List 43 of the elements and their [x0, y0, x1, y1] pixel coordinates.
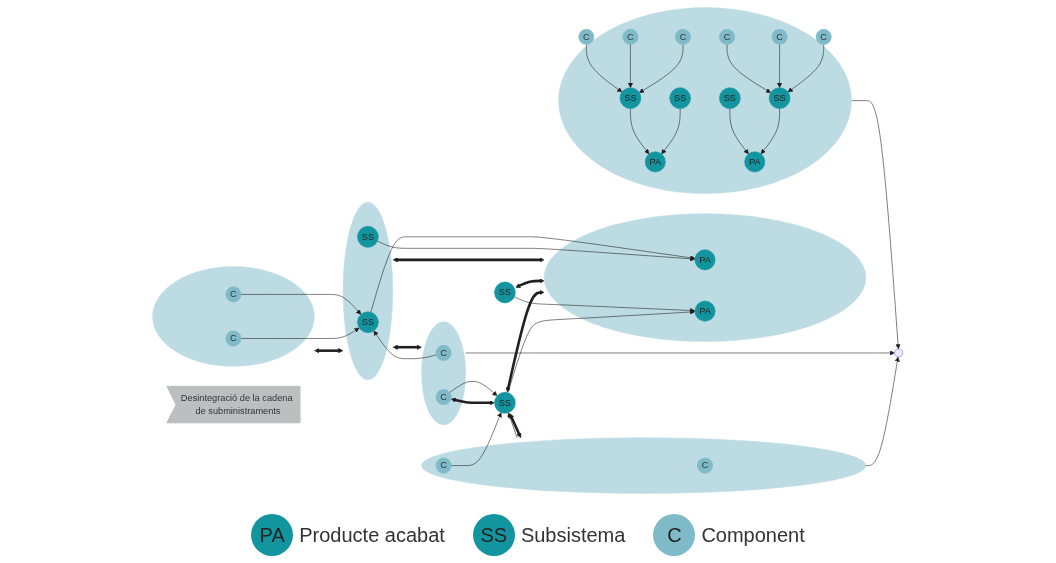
node-circle: C	[771, 28, 788, 45]
node-circle: SS	[719, 86, 741, 109]
node-circle: C	[436, 388, 452, 405]
node-circle: C	[225, 330, 242, 346]
cluster	[421, 437, 867, 494]
legend-swatch: C	[653, 514, 696, 556]
node-circle: PA	[744, 151, 766, 172]
node-circle: C	[578, 28, 595, 45]
arrow	[451, 397, 495, 405]
node-circle: C	[697, 457, 714, 474]
legend-text: Subsistema	[520, 523, 626, 547]
arrow	[515, 277, 545, 288]
node-circle: PA	[694, 248, 716, 270]
legend-swatch: SS	[472, 514, 515, 556]
node-circle: SS	[620, 86, 642, 109]
node-circle: SS	[357, 310, 379, 333]
node-circle: C	[436, 344, 452, 361]
node-circle: C	[675, 28, 692, 45]
node-circle: SS	[494, 391, 516, 414]
arrow	[506, 289, 545, 392]
arrow	[314, 347, 344, 353]
node-circle: C	[225, 285, 242, 302]
node-circle: C	[436, 457, 452, 474]
node-circle: SS	[357, 225, 379, 248]
arrow	[393, 344, 423, 350]
node-circle: SS	[769, 86, 791, 109]
node-circle: SS	[494, 281, 516, 303]
arrow	[509, 412, 522, 438]
legend-text: Producte acabat	[299, 523, 445, 547]
cluster	[152, 265, 315, 367]
legend-swatch: PA	[251, 514, 294, 556]
node-circle: PA	[694, 300, 716, 322]
node-circle: PA	[645, 151, 667, 172]
cluster	[544, 213, 867, 342]
cluster	[343, 201, 394, 380]
cluster	[421, 321, 467, 425]
node-circle: SS	[669, 86, 692, 109]
node-circle: C	[622, 28, 639, 45]
cluster	[558, 6, 853, 194]
legend-text: Component	[701, 523, 805, 547]
arrow	[393, 256, 545, 262]
node-circle: C	[816, 28, 832, 45]
node-circle: C	[719, 28, 736, 45]
